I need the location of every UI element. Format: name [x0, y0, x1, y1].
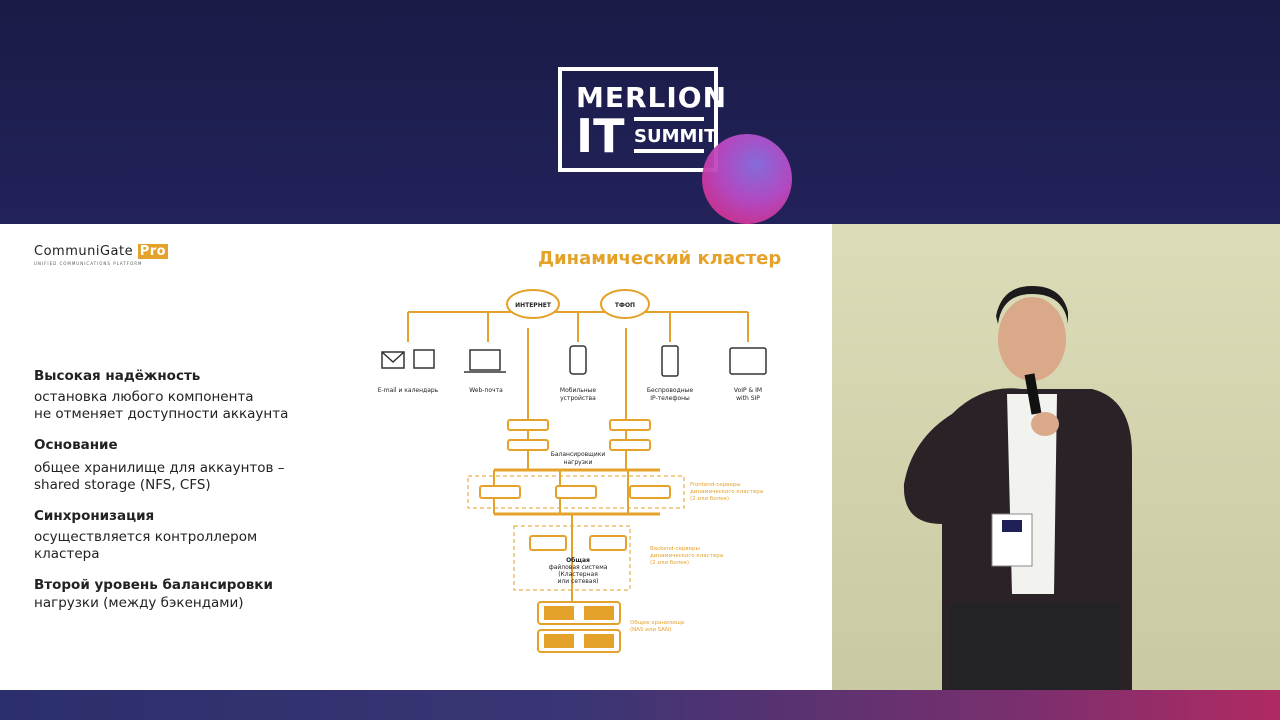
brand-pro-badge: Pro [137, 244, 169, 259]
logo-bar-top [634, 117, 704, 121]
stage-backdrop: MERLION IT SUMMIT [0, 0, 1280, 224]
cloud-pstn-label: ТФОП [615, 302, 635, 309]
fs-label-4: или сетевая) [558, 578, 599, 585]
backend-server-1 [529, 535, 567, 551]
frontend-label-2: динамического кластера [690, 489, 763, 495]
cluster-diagram: ИНТЕРНЕТ ТФОП E-mail и календарь Web-поч… [378, 289, 767, 653]
fs-label-2: файловая система [549, 564, 608, 571]
logo-line-3: SUMMIT [634, 126, 717, 147]
speaker-figure [903, 286, 1132, 690]
device-5-label-2: with SIP [736, 395, 760, 402]
device-3-label-1: Мобильные [560, 387, 596, 394]
balancer-1b [507, 439, 549, 451]
gradient-orb [702, 134, 792, 224]
logo-line-1: MERLION [576, 81, 728, 114]
fs-label-1: Общая [566, 557, 590, 564]
point-2-text-1: общее хранилище для аккаунтов – [34, 460, 285, 476]
balancer-1a [507, 419, 549, 431]
frontend-server-2 [555, 485, 597, 499]
balancers-label-2: нагрузки [564, 459, 593, 466]
brand-subtitle: UNIFIED COMMUNICATIONS PLATFORM [34, 261, 143, 266]
wireless-phone-icon [661, 345, 679, 377]
smartphone-icon [569, 345, 587, 375]
frontend-label-1: Frontend-серверы [690, 482, 741, 488]
frontend-server-1 [479, 485, 521, 499]
point-1-text-1: остановка любого компонента [34, 389, 254, 405]
balancer-2a [609, 419, 651, 431]
communigate-logo: CommuniGate Pro [34, 244, 169, 259]
point-4-heading: Второй уровень балансировки [34, 577, 273, 593]
point-1-text-2: не отменяет доступности аккаунта [34, 406, 289, 422]
fs-label-3: (Кластерная [558, 571, 598, 578]
device-3-label-2: устройства [560, 395, 596, 402]
frontend-server-3 [629, 485, 671, 499]
frontend-label-3: (2 или более) [690, 496, 729, 502]
device-4-label-1: Беспроводные [647, 387, 694, 394]
presentation-slide: CommuniGate Pro UNIFIED COMMUNICATIONS P… [0, 224, 832, 690]
merlion-it-summit-logo: MERLION IT SUMMIT [558, 67, 726, 172]
logo-bar-bottom [634, 149, 704, 153]
point-2-heading: Основание [34, 437, 118, 453]
brand-name: CommuniGate [34, 244, 134, 259]
frontend-group [467, 475, 685, 509]
slide-title: Динамический кластер [538, 248, 782, 269]
laptop-icon [469, 349, 501, 371]
point-3-heading: Синхронизация [34, 508, 155, 524]
device-4-label-2: IP-телефоны [650, 395, 690, 402]
mail-icon [381, 351, 405, 369]
backend-server-2 [589, 535, 627, 551]
device-5-label-1: VoIP & IM [734, 387, 762, 394]
storage-label-1: Общее хранилище [630, 620, 685, 626]
point-1-heading: Высокая надёжность [34, 368, 201, 384]
microphone-icon [1024, 373, 1042, 415]
speaker-camera-feed [832, 224, 1280, 690]
device-1-label: E-mail и календарь [378, 387, 439, 394]
point-3-text-1: осуществляется контроллером [34, 529, 258, 545]
point-2-text-2: shared storage (NFS, CFS) [34, 477, 211, 493]
cloud-internet-label: ИНТЕРНЕТ [515, 302, 552, 309]
point-4-text-1: нагрузки (между бэкендами) [34, 595, 244, 611]
cloud-internet: ИНТЕРНЕТ [506, 289, 560, 319]
cloud-pstn: ТФОП [600, 289, 650, 319]
storage-label-2: (NAS или SAN) [630, 627, 671, 633]
device-2-label: Web-почта [469, 387, 503, 394]
backend-group [513, 525, 631, 591]
balancers-label-1: Балансировщики [551, 451, 606, 458]
logo-line-2: IT [576, 109, 625, 163]
calendar-icon [413, 349, 435, 369]
desk-phone-icon [729, 347, 767, 375]
balancer-2b [609, 439, 651, 451]
bottom-gradient-strip [0, 690, 1280, 720]
backend-label-1: Backend-серверы [650, 546, 700, 552]
backend-label-3: (2 или более) [650, 560, 689, 566]
point-3-text-2: кластера [34, 546, 100, 562]
backend-label-2: динамического кластера [650, 553, 723, 559]
